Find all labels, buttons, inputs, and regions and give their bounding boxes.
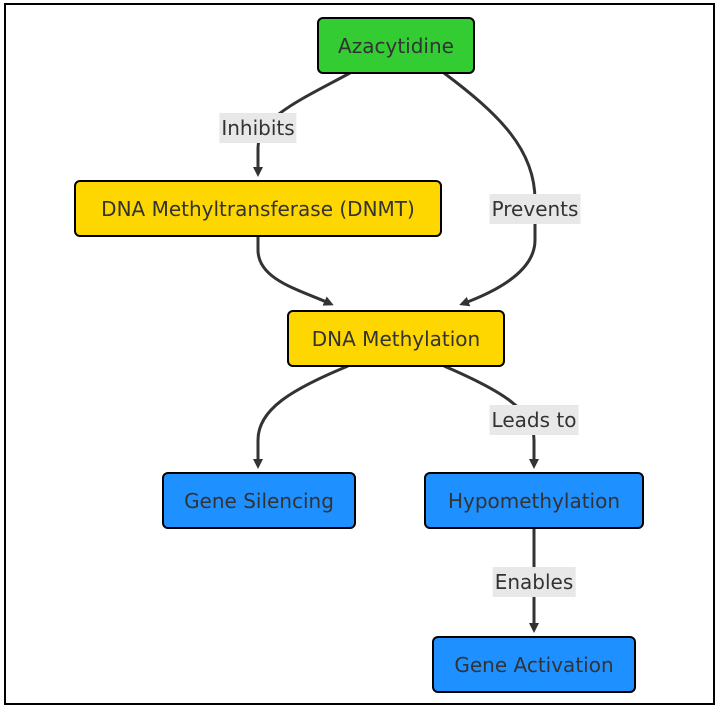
edge-label-prevents: Prevents: [489, 194, 581, 224]
node-dna-methylation[interactable]: DNA Methylation: [287, 310, 505, 367]
edge-dna-methylation-to-gene-silencing: [253, 364, 349, 469]
node-azacytidine[interactable]: Azacytidine: [317, 17, 475, 74]
edge-label-enables: Enables: [492, 567, 576, 597]
node-azacytidine-label: Azacytidine: [338, 33, 454, 58]
node-hypomethylation-label: Hypomethylation: [447, 488, 621, 513]
edge-dnmt-to-dna-methylation: [256, 236, 334, 306]
node-gene-silencing[interactable]: Gene Silencing: [162, 472, 356, 529]
edge-azacytidine-to-dna-methylation: [443, 71, 537, 307]
edge-label-leads-to: Leads to: [489, 405, 579, 435]
node-hypomethylation[interactable]: Hypomethylation: [424, 472, 644, 529]
node-dnmt[interactable]: DNA Methyltransferase (DNMT): [74, 180, 442, 237]
edge-label-inhibits: Inhibits: [219, 113, 297, 143]
edge-azacytidine-to-dnmt: [253, 71, 351, 177]
diagram-frame: [4, 3, 715, 705]
node-gene-activation-label: Gene Activation: [454, 652, 614, 677]
node-gene-activation[interactable]: Gene Activation: [432, 636, 636, 693]
node-dnmt-label: DNA Methyltransferase (DNMT): [101, 196, 415, 221]
edge-dna-methylation-to-hypomethylation: [443, 364, 539, 469]
node-dna-methylation-label: DNA Methylation: [311, 326, 481, 351]
node-gene-silencing-label: Gene Silencing: [184, 488, 334, 513]
